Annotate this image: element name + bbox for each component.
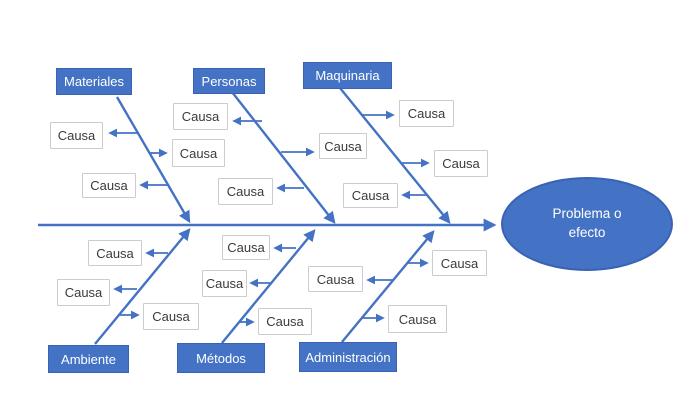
materiales-bone bbox=[115, 96, 191, 224]
category-label: Personas bbox=[201, 73, 257, 89]
cause-box: Causa bbox=[57, 279, 110, 306]
cause-box: Causa bbox=[222, 235, 270, 260]
category-box-materiales: Materiales bbox=[56, 68, 132, 95]
cause-box: Causa bbox=[82, 173, 136, 198]
cause-label: Causa bbox=[407, 106, 446, 121]
ambiente-bone bbox=[94, 228, 191, 345]
cause-label: Causa bbox=[205, 276, 244, 291]
category-box-maquinaria: Maquinaria bbox=[303, 62, 392, 89]
maquinaria-bone bbox=[339, 87, 451, 224]
cause-label: Causa bbox=[152, 309, 190, 324]
cause-label: Causa bbox=[316, 271, 355, 287]
cause-label: Causa bbox=[57, 128, 96, 143]
cause-box: Causa bbox=[319, 133, 367, 159]
metodos-bone bbox=[221, 229, 316, 344]
cause-box: Causa bbox=[218, 178, 273, 205]
cause-box: Causa bbox=[143, 303, 199, 330]
cause-label: Causa bbox=[398, 311, 437, 327]
cause-box: Causa bbox=[432, 250, 487, 276]
category-label: Métodos bbox=[196, 350, 246, 366]
cause-label: Causa bbox=[226, 184, 265, 199]
cause-box: Causa bbox=[434, 150, 488, 177]
cause-label: Causa bbox=[266, 314, 304, 329]
category-label: Ambiente bbox=[61, 351, 116, 367]
category-label: Materiales bbox=[64, 74, 124, 89]
cause-label: Causa bbox=[440, 255, 479, 271]
cause-label: Causa bbox=[179, 145, 218, 161]
cause-box: Causa bbox=[172, 139, 225, 167]
category-box-personas: Personas bbox=[193, 68, 265, 94]
effect-label: Problema o efecto bbox=[502, 178, 672, 270]
effect-label-line2: efecto bbox=[568, 225, 606, 240]
category-box-administracion: Administración bbox=[299, 342, 397, 372]
cause-label: Causa bbox=[442, 156, 480, 171]
personas-bone bbox=[231, 91, 336, 224]
cause-box: Causa bbox=[343, 183, 398, 208]
cause-box: Causa bbox=[388, 305, 447, 333]
cause-box: Causa bbox=[202, 270, 247, 297]
cause-box: Causa bbox=[399, 100, 454, 127]
effect-label-line1: Problema o bbox=[552, 206, 622, 222]
cause-label: Causa bbox=[96, 245, 134, 261]
cause-box: Causa bbox=[258, 308, 312, 335]
administracion-bone bbox=[341, 230, 435, 343]
cause-label: Causa bbox=[351, 188, 390, 203]
effect-ellipse bbox=[501, 177, 673, 271]
cause-label: Causa bbox=[64, 285, 103, 300]
cause-box: Causa bbox=[50, 122, 103, 149]
category-label: Maquinaria bbox=[315, 68, 380, 83]
cause-label: Causa bbox=[227, 240, 265, 255]
category-box-metodos: Métodos bbox=[177, 343, 265, 373]
cause-box: Causa bbox=[88, 240, 142, 266]
cause-label: Causa bbox=[181, 109, 220, 124]
cause-label: Causa bbox=[90, 178, 128, 193]
cause-label: Causa bbox=[324, 138, 362, 154]
category-label: Administración bbox=[305, 349, 391, 365]
cause-box: Causa bbox=[173, 103, 228, 130]
category-box-ambiente: Ambiente bbox=[48, 345, 129, 373]
cause-box: Causa bbox=[308, 266, 363, 292]
